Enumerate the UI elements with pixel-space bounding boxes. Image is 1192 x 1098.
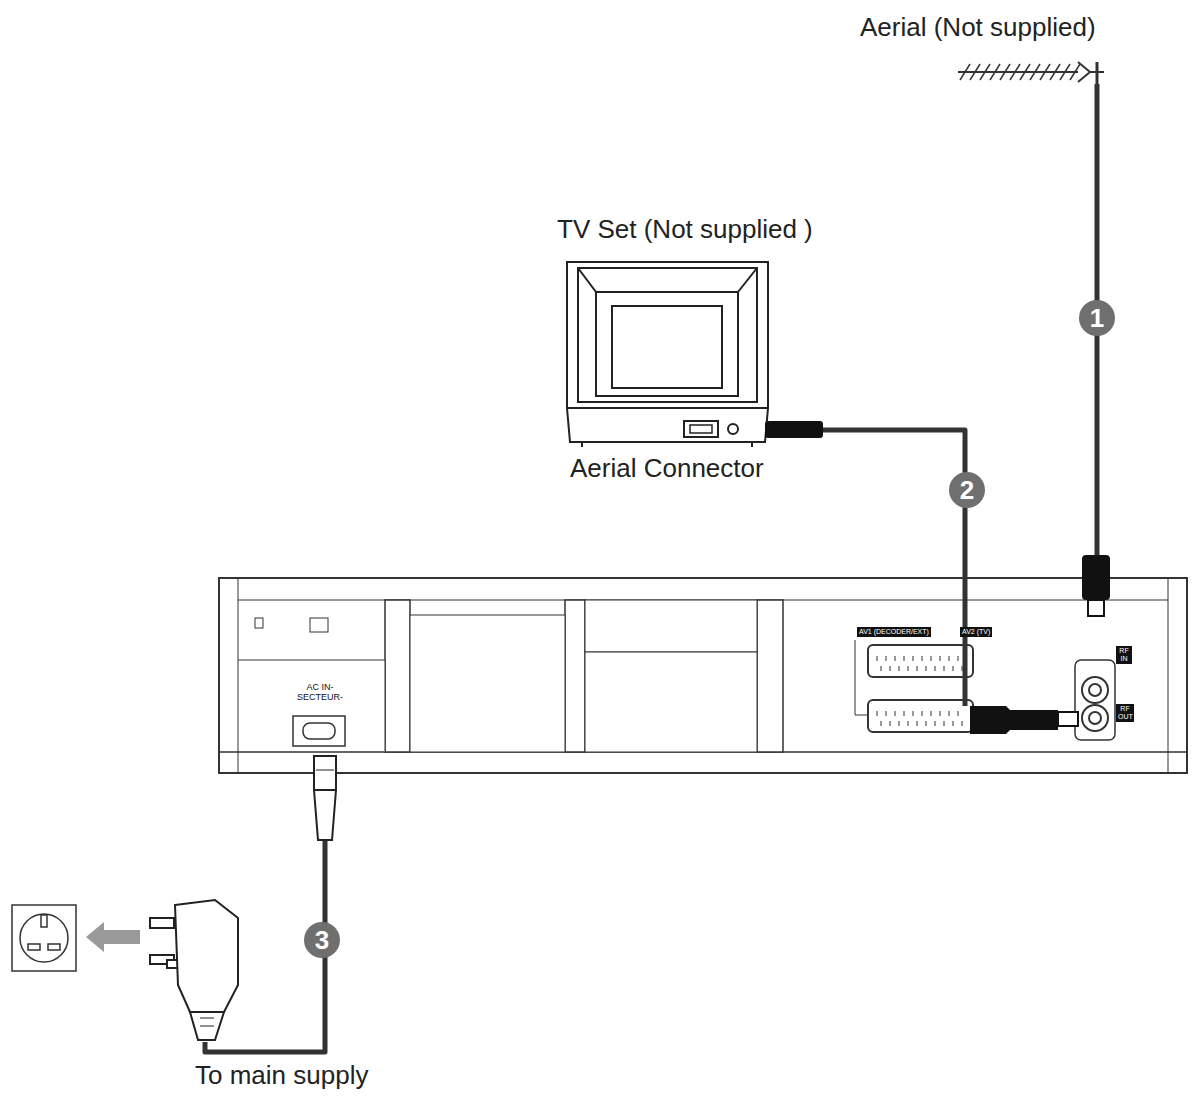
aerial-label: Aerial (Not supplied): [860, 12, 1096, 43]
aerial: Aerial (Not supplied): [955, 58, 1115, 84]
wall-socket: [12, 905, 76, 971]
aerial-symbol: [958, 62, 1104, 100]
vcr-body: [219, 578, 1187, 773]
connector-label: Aerial Connector: [570, 453, 764, 484]
vcr-box: AC IN- SECTEUR-: [218, 578, 1188, 773]
port-label: RF OUT: [1116, 704, 1134, 722]
tv-label: TV Set (Not supplied ): [557, 214, 813, 245]
callout-number: 1: [1079, 300, 1115, 336]
coax-plug: [765, 421, 823, 438]
mains-plug: [150, 900, 238, 1040]
cable: [770, 430, 965, 578]
tv-set: [567, 262, 768, 447]
port-label: AV1 (DECODER/EXT): [857, 627, 931, 637]
mains-plug-node: To main supply: [140, 898, 250, 1042]
ac-in-label: AC IN- SECTEUR-: [294, 682, 346, 702]
cable-line: [770, 430, 965, 578]
callout-number: 3: [304, 922, 340, 958]
insert-arrow: [86, 922, 140, 952]
rf-plug: [970, 555, 1110, 734]
callout-number: 2: [949, 472, 985, 508]
port-label: AV2 (TV): [960, 627, 992, 637]
mains-label: To main supply: [195, 1060, 368, 1091]
port-label: RF IN: [1116, 646, 1132, 664]
coax-cable: [963, 578, 968, 706]
tv-set-box: TV Set (Not supplied )Aerial Connector: [565, 258, 770, 448]
mains-plug-vcr: [314, 756, 336, 840]
